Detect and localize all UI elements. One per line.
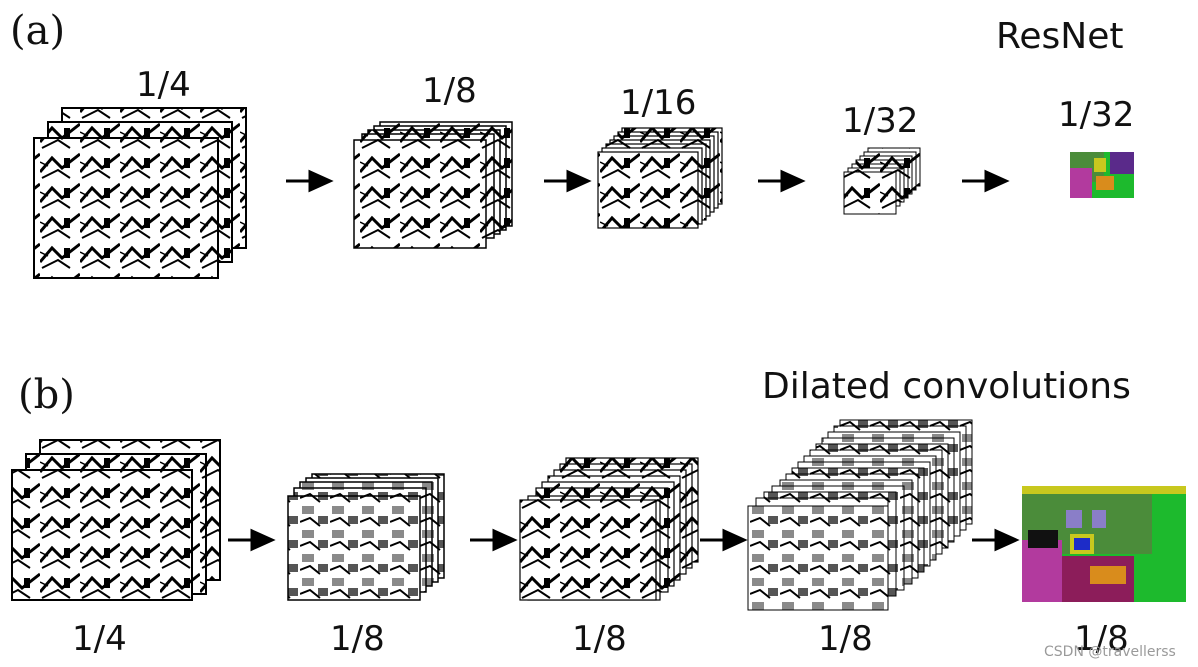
arrow-icon (962, 169, 1010, 193)
watermark: CSDN @travellerss (1044, 644, 1176, 660)
panel-a-feature-stack-2 (353, 121, 513, 249)
panel-b-scale-5: 1/8 (1074, 619, 1129, 659)
panel-b-segmentation-output (1022, 486, 1186, 602)
panel-a-scale-2: 1/8 (422, 71, 477, 111)
arrow-icon (700, 528, 748, 552)
panel-b-scale-3: 1/8 (572, 619, 627, 659)
panel-a-segmentation-output (1070, 152, 1134, 198)
panel-b-title: Dilated convolutions (762, 366, 1131, 407)
panel-b-feature-stack-1 (11, 439, 221, 601)
arrow-icon (972, 528, 1020, 552)
panel-b-label: (b) (18, 372, 75, 418)
arrow-icon (544, 169, 592, 193)
panel-a-scale-3: 1/16 (620, 83, 696, 123)
panel-b-feature-stack-2 (287, 473, 445, 601)
panel-a-arrows (286, 169, 1010, 193)
panel-b-scale-1: 1/4 (72, 619, 127, 659)
panel-a-feature-stack-1 (33, 107, 247, 279)
panel-b-scale-2: 1/8 (330, 619, 385, 659)
panel-a-feature-stack-3 (597, 127, 723, 229)
panel-b-feature-stack-3 (519, 457, 699, 601)
panel-b-scale-4: 1/8 (818, 619, 873, 659)
panel-b-feature-stack-4 (747, 419, 973, 611)
arrow-icon (470, 528, 518, 552)
arrow-icon (758, 169, 806, 193)
arrow-icon (228, 528, 276, 552)
panel-a-label: (a) (10, 8, 65, 54)
panel-a-feature-stack-4 (843, 147, 921, 215)
panel-a-scale-1: 1/4 (136, 65, 191, 105)
panel-a-title: ResNet (996, 16, 1124, 57)
panel-b-arrows (228, 528, 1020, 552)
panel-a-scale-4: 1/32 (842, 101, 918, 141)
arrow-icon (286, 169, 334, 193)
panel-a-scale-5: 1/32 (1058, 95, 1134, 135)
